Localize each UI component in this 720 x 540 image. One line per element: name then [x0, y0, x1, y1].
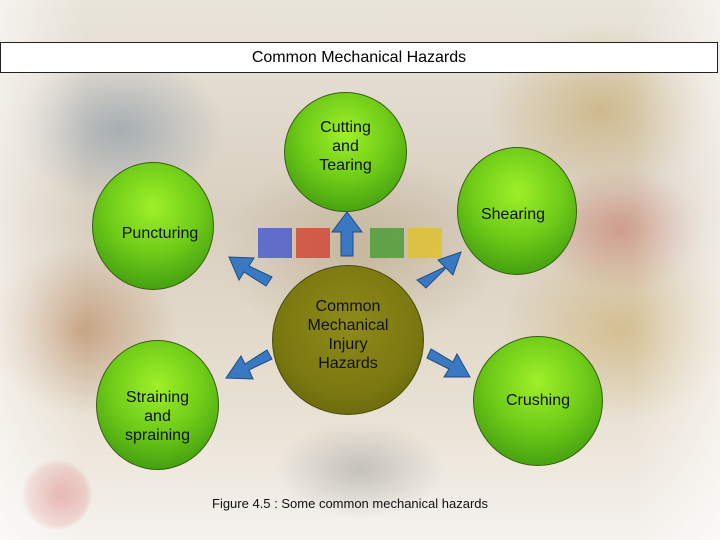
- node-puncturing: [92, 162, 214, 290]
- diagram-title: Common Mechanical Hazards: [0, 42, 718, 73]
- label-line: Puncturing: [121, 225, 199, 242]
- label-line: Cutting: [320, 119, 371, 136]
- node-crushing-label: Crushing: [473, 391, 603, 410]
- node-cutting-and-tearing: [284, 92, 407, 212]
- node-crushing: [473, 336, 603, 466]
- label-line: Hazards: [318, 355, 378, 372]
- node-puncturing-label: Puncturing: [100, 224, 220, 243]
- arrow-to-shearing: [416, 251, 462, 289]
- node-center: [272, 265, 424, 415]
- node-shearing-label: Shearing: [457, 205, 569, 224]
- label-line: spraining: [125, 427, 190, 444]
- node-center-label: Common Mechanical Injury Hazards: [272, 297, 424, 373]
- arrow-to-straining: [225, 349, 273, 380]
- label-line: Mechanical: [307, 317, 389, 334]
- label-line: Crushing: [505, 392, 571, 409]
- node-straining-and-spraining: [96, 340, 219, 470]
- label-line: Common: [315, 298, 381, 315]
- label-line: Shearing: [480, 206, 546, 223]
- label-line: Tearing: [319, 157, 372, 174]
- node-shearing: [457, 147, 577, 275]
- label-line: and: [144, 408, 171, 425]
- node-straining-label: Straining and spraining: [96, 388, 219, 445]
- arrow-to-crushing: [426, 348, 471, 378]
- node-cutting-label: Cutting and Tearing: [284, 118, 407, 175]
- arrow-to-cutting: [331, 211, 363, 257]
- diagram-title-text: Common Mechanical Hazards: [251, 48, 467, 66]
- label-line: and: [332, 138, 359, 155]
- label-line: Straining: [125, 389, 190, 406]
- arrow-to-puncturing: [228, 256, 273, 287]
- label-line: Injury: [328, 336, 368, 353]
- figure-caption: Figure 4.5 : Some common mechanical haza…: [212, 496, 489, 511]
